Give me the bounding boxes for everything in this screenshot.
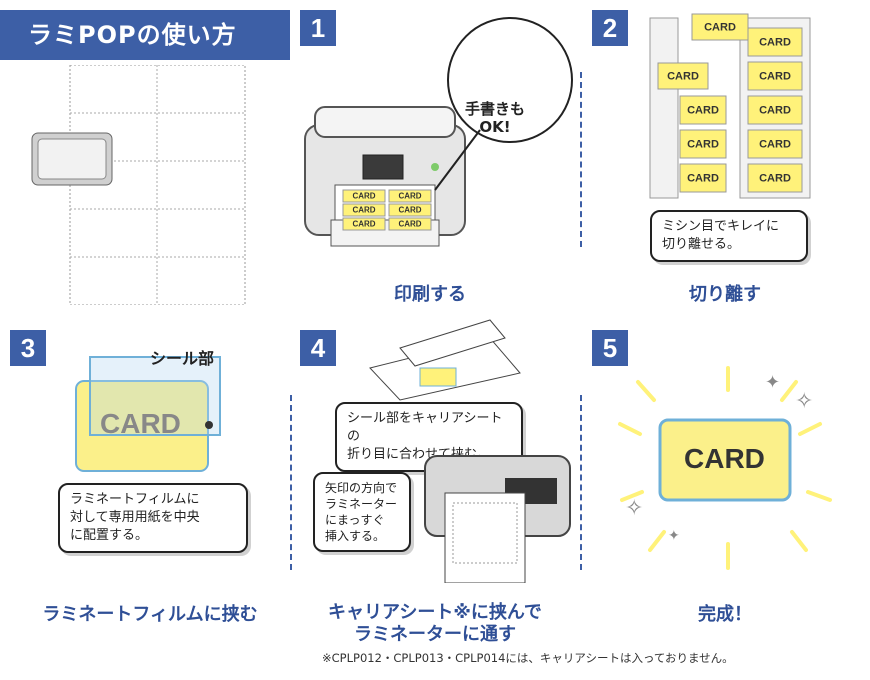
- svg-text:✦: ✦: [668, 527, 680, 543]
- step-1-number: 1: [300, 10, 336, 46]
- svg-text:✧: ✧: [625, 495, 643, 520]
- card-text: CARD: [398, 192, 421, 201]
- laminate-film-illustration: CARD: [75, 356, 221, 472]
- step-1-label: 印刷する: [394, 284, 466, 305]
- cut-cards-illustration: CARD CARD CARD CARD CARD CARD CARD CARD CARD CARD: [649, 13, 811, 199]
- card-text: CARD: [759, 71, 791, 83]
- footnote: ※CPLP012・CPLP013・CPLP014には、キャリアシートは入っており…: [322, 651, 734, 665]
- card-text: CARD: [759, 173, 791, 185]
- page-title: ラミPOPの使い方: [0, 10, 290, 60]
- step-4-label-line1: キャリアシート※に挟んで: [328, 602, 542, 623]
- laminator-illustration: [424, 455, 571, 583]
- card-text: CARD: [352, 206, 375, 215]
- step-3-number: 3: [10, 330, 46, 366]
- card-text: CARD: [687, 173, 719, 185]
- printer-illustration: CARD CARD CARD CARD CARD CARD: [304, 17, 573, 247]
- step-3-bubble: ラミネートフィルムに 対して専用用紙を中央 に配置する。: [58, 483, 248, 553]
- sheet-illustration: [31, 65, 246, 305]
- card-text: CARD: [352, 220, 375, 229]
- step-2-number: 2: [592, 10, 628, 46]
- finished-card-illustration: CARD ✦ ✧ ✧ ✦: [618, 366, 832, 570]
- svg-text:✧: ✧: [795, 388, 813, 413]
- step-4-label-line2: ラミネーターに通す: [354, 624, 516, 645]
- card-text: CARD: [687, 105, 719, 117]
- step-4-number: 4: [300, 330, 336, 366]
- card-text: CARD: [687, 139, 719, 151]
- divider: [580, 72, 582, 247]
- card-text: CARD: [759, 139, 791, 151]
- carrier-sheet-illustration: [369, 319, 521, 401]
- step-2-bubble: ミシン目でキレイに 切り離せる。: [650, 210, 808, 262]
- step-1-bubble: 手書きも OK!: [464, 100, 525, 136]
- card-text-3: CARD: [100, 408, 181, 439]
- card-text-5: CARD: [684, 443, 765, 474]
- step-2-label: 切り離す: [689, 284, 761, 305]
- card-text: CARD: [398, 220, 421, 229]
- card-text: CARD: [352, 192, 375, 201]
- step-4-bubble-left: 矢印の方向で ラミネーター にまっすぐ 挿入する。: [313, 472, 411, 552]
- card-text: CARD: [759, 105, 791, 117]
- step-5-label: 完成！: [698, 604, 752, 625]
- card-text: CARD: [704, 22, 736, 34]
- divider: [290, 395, 292, 570]
- card-text: CARD: [398, 206, 421, 215]
- step-5-number: 5: [592, 330, 628, 366]
- card-text: CARD: [759, 37, 791, 49]
- seal-label: シール部: [150, 349, 215, 368]
- step-3-label: ラミネートフィルムに挟む: [42, 604, 258, 625]
- divider: [580, 395, 582, 570]
- card-text: CARD: [667, 71, 699, 83]
- svg-text:✦: ✦: [765, 372, 780, 392]
